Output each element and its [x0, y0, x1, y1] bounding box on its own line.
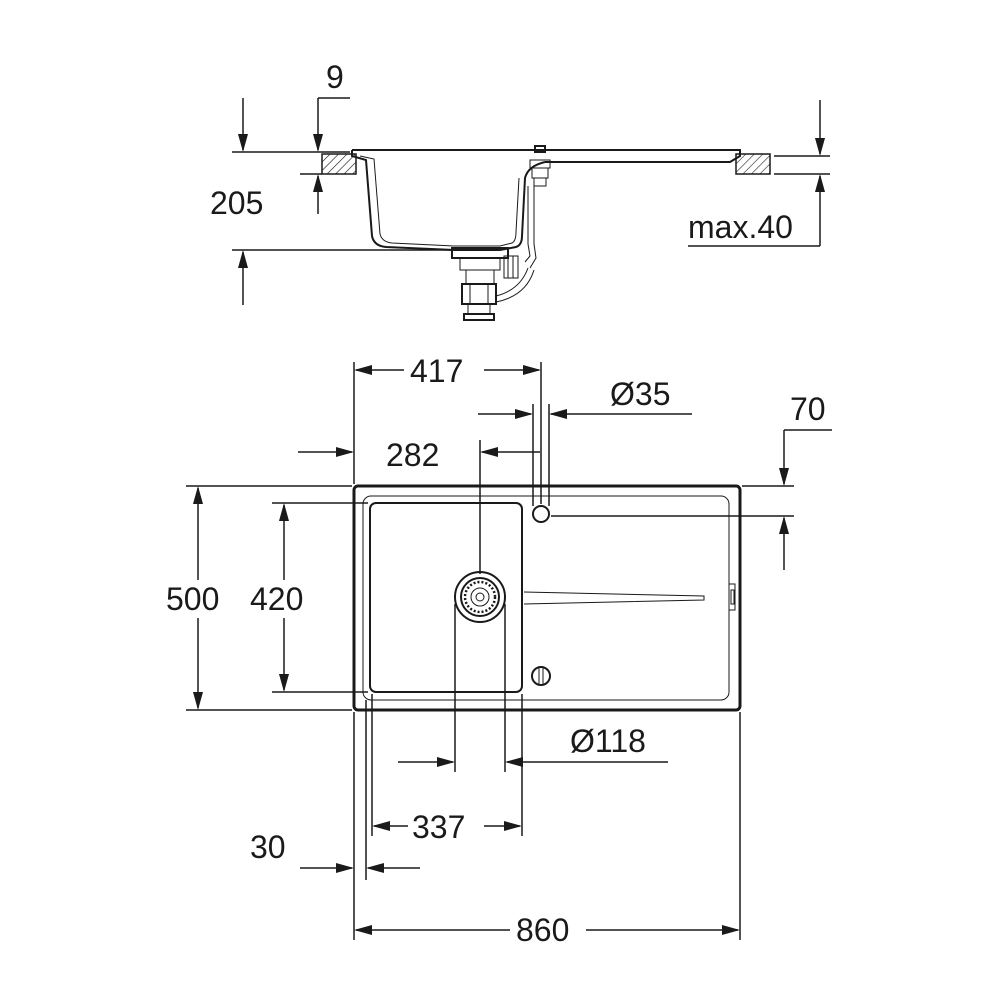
dim-tap-hole-edge: 70: [790, 391, 826, 427]
drainer-groove: [523, 591, 705, 605]
sink-outline: [352, 484, 742, 712]
bowl-profile: [351, 150, 546, 251]
dim-bowl-depth-side: 205: [210, 185, 263, 221]
dim-overall-width: 860: [516, 912, 569, 948]
dim-overall-depth: 500: [166, 581, 219, 617]
top-view: 860 30 337 Ø118 500: [166, 353, 832, 948]
overflow-button: [531, 666, 551, 686]
tap-hole: [532, 505, 550, 523]
dim-countertop-max: max.40: [688, 209, 793, 245]
dim-bowl-depth: 420: [250, 581, 303, 617]
waste-strainer: [454, 571, 506, 623]
dim-tap-hole-offset: 417: [410, 353, 463, 389]
countertop-left: [321, 153, 357, 175]
dim-bowl-center: 282: [386, 437, 439, 473]
dim-lip-thickness: 9: [326, 59, 344, 95]
side-view: 9 205 max.40: [210, 59, 830, 321]
overflow-slot: [728, 583, 736, 611]
dim-waste-diameter: Ø118: [570, 723, 646, 759]
overflow-fitting: [524, 145, 551, 269]
bowl-outline: [369, 502, 523, 693]
bowl-profile-inner: [359, 155, 520, 247]
dim-edge-offset: 30: [250, 829, 286, 865]
dim-tap-hole-diameter: Ø35: [610, 376, 670, 412]
dim-bowl-width: 337: [412, 809, 465, 845]
countertop-right: [735, 153, 771, 175]
sink-lip: [352, 149, 741, 163]
waste-assembly: [451, 247, 535, 321]
